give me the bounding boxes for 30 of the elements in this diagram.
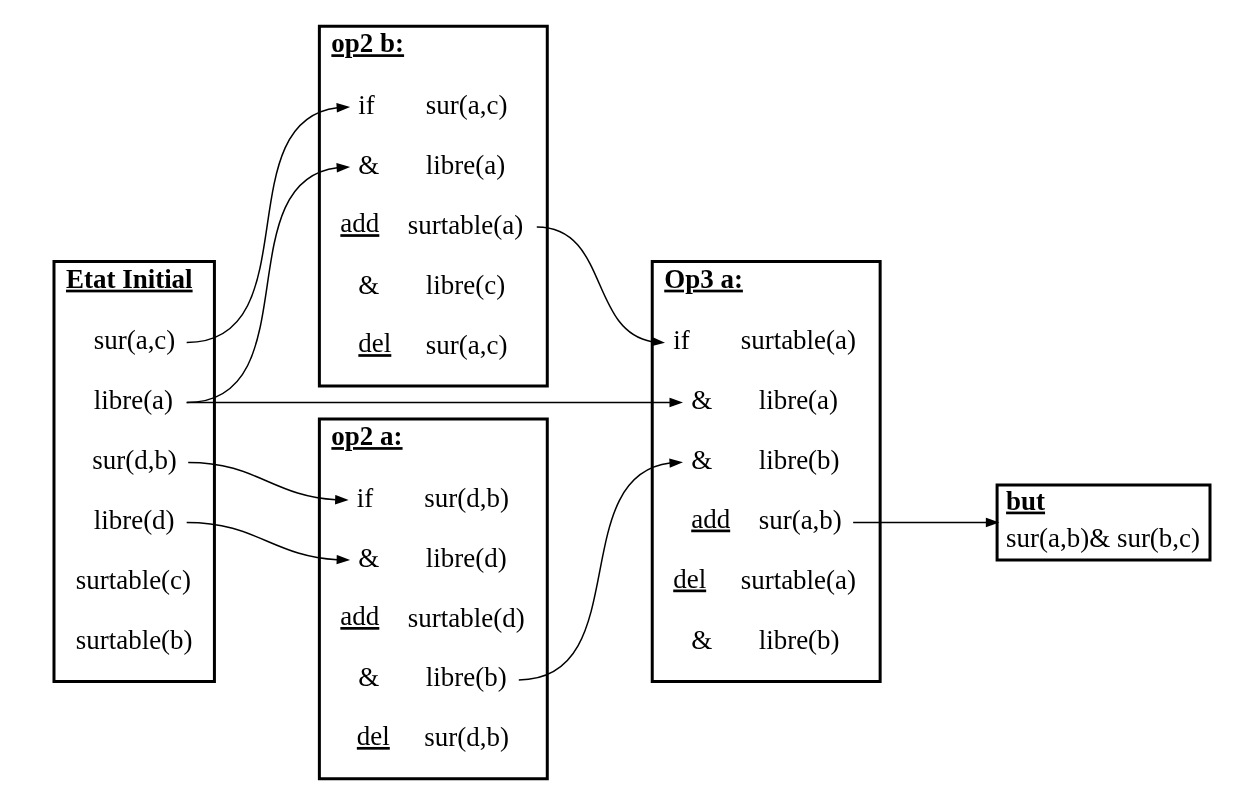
node-text: & libre(a)	[358, 149, 506, 180]
node-text: del surtable(a)	[673, 563, 857, 596]
arrow	[185, 397, 683, 408]
node-text: sur(a,c)	[93, 325, 176, 356]
node-text: surtable(c)	[75, 565, 192, 596]
node-text: del sur(d,b)	[356, 720, 509, 753]
arrow	[185, 521, 351, 565]
node-text: libre(d)	[93, 505, 175, 536]
node-text: del sur(a,c)	[358, 328, 508, 360]
arrow	[185, 103, 351, 344]
node-text: if sur(d,b)	[356, 482, 509, 513]
node-text: & libre(c)	[358, 269, 506, 300]
arrow	[852, 517, 1000, 528]
node-text: if surtable(a)	[673, 325, 857, 356]
arrow	[518, 458, 683, 681]
node-box: but sur(a,b)& sur(b,c)	[995, 483, 1212, 562]
node-text: & libre(d)	[358, 542, 507, 573]
node-text: if sur(a,c)	[358, 89, 508, 120]
arrow	[536, 226, 665, 347]
node-text: & libre(b)	[691, 625, 840, 655]
node-text: & libre(b)	[691, 445, 840, 476]
node-text: add surtable(a)	[340, 208, 524, 240]
node-text: sur(d,b)	[92, 445, 177, 476]
node-text: surtable(b)	[75, 625, 193, 655]
node-text: & libre(b)	[358, 662, 507, 693]
node-text: add sur(a,b)	[691, 503, 842, 536]
node-text: add surtable(d)	[340, 601, 525, 633]
node-text: & libre(a)	[691, 385, 839, 416]
arrow	[187, 461, 349, 505]
node-text: libre(a)	[93, 385, 174, 416]
